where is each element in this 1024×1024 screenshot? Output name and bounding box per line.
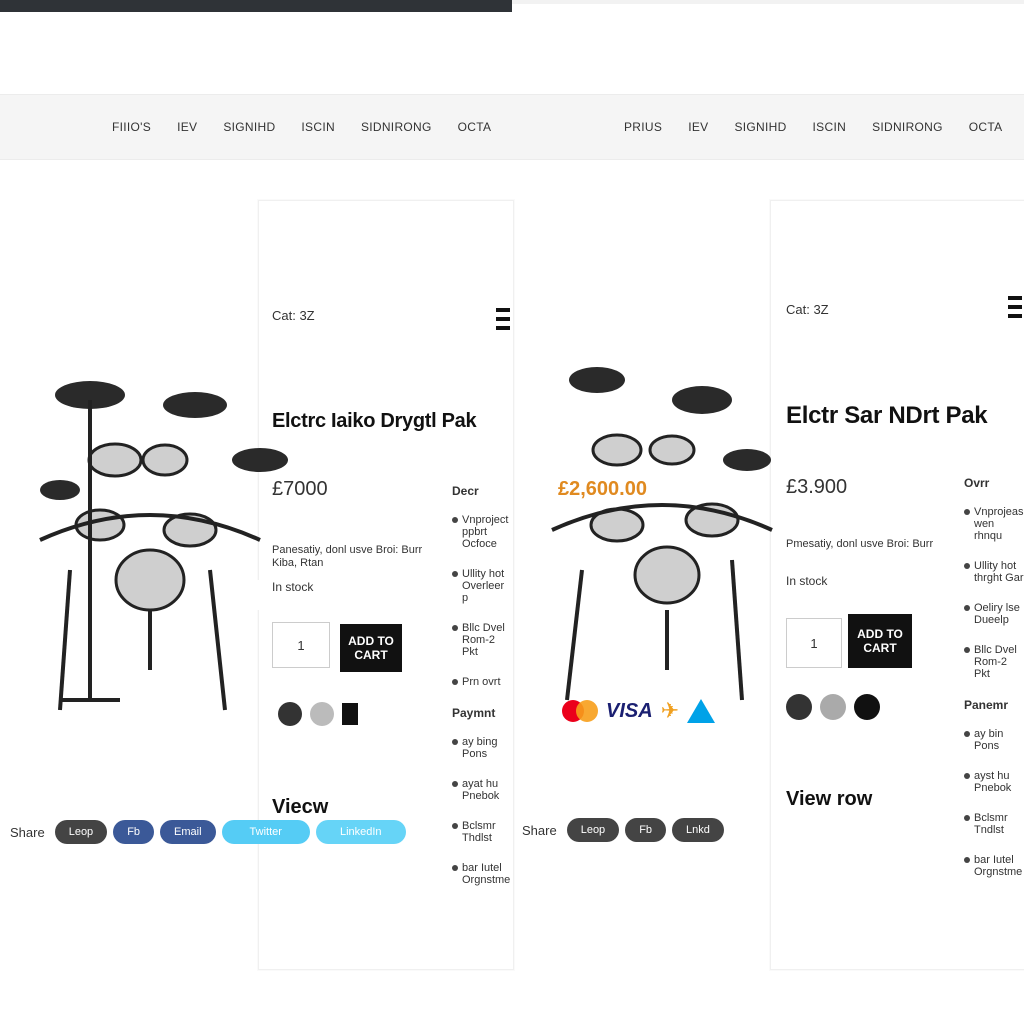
linkedin-share-button[interactable]: Lnkd — [672, 818, 724, 842]
payment-icons — [278, 702, 358, 726]
share-bar: Share Leop Fb Lnkd — [522, 818, 724, 842]
list-item[interactable]: Bclsmr Thdlst — [452, 820, 512, 844]
badge-icon — [786, 694, 812, 720]
badge-icon — [820, 694, 846, 720]
menu-icon[interactable] — [496, 308, 510, 330]
sidebar-heading: Paymnt — [452, 706, 496, 720]
product-title: Elctrc Iaiko Drygtl Pak — [272, 410, 477, 432]
nav-item[interactable]: FIIIO'S — [112, 120, 152, 134]
add-to-cart-button[interactable]: ADD TO CART — [848, 614, 912, 668]
share-bar: Share Leop Fb Email Twitter LinkedIn — [10, 820, 406, 844]
list-item[interactable]: ay bing Pons — [452, 736, 512, 760]
sidebar-right: Ovrr Vnprojeasr wen rhnqu Ullity hot thr… — [964, 476, 1024, 896]
nav-items: PRIUS IEV SIGNIHD ISCIN SIDNIRONG OCTA — [624, 120, 1002, 134]
share-label: Share — [10, 824, 45, 840]
list-item[interactable]: Vnproject ppbrt Ocfoce — [452, 514, 512, 550]
product-price: £3.900 — [786, 476, 848, 498]
list-item[interactable]: ayat hu Pnebok — [452, 778, 512, 802]
twitter-share-button[interactable]: Twitter — [221, 820, 310, 844]
quantity-input[interactable]: 1 — [272, 622, 330, 668]
list-item[interactable]: Oeliry lse Dueelp — [964, 602, 1024, 626]
badge-icon — [342, 703, 358, 725]
nav-bar-right: PRIUS IEV SIGNIHD ISCIN SIDNIRONG OCTA — [512, 94, 1024, 160]
payment-icons: VISA ✈ — [562, 698, 716, 724]
nav-bar-left: FIIIO'S IEV SIGNIHD ISCIN SIDNIRONG OCTA — [0, 94, 512, 160]
nav-items: FIIIO'S IEV SIGNIHD ISCIN SIDNIRONG OCTA — [112, 120, 491, 134]
nav-item[interactable]: IEV — [688, 120, 709, 134]
visa-icon: VISA — [606, 699, 653, 722]
sidebar-list: ay bing Pons ayat hu Pnebok Bclsmr Thdls… — [452, 736, 512, 886]
sidebar-left: Decr Vnproject ppbrt Ocfoce Ullity hot O… — [452, 484, 512, 904]
drum-kit-image — [551, 367, 773, 701]
sidebar-heading: Panemr — [964, 698, 1009, 712]
nav-item[interactable]: PRIUS — [624, 120, 663, 134]
arrow-icon — [687, 699, 716, 723]
sidebar-list: ay bin Pons ayst hu Pnebok Bclsmr Tndlst… — [964, 728, 1024, 878]
sidebar-heading: Decr — [452, 484, 479, 498]
quantity-input[interactable]: 1 — [786, 618, 842, 668]
product-category: Cat: 3Z — [786, 302, 829, 317]
list-item[interactable]: Bllc Dvel Rom-2 Pkt — [964, 644, 1024, 680]
drum-kit-image — [39, 381, 360, 711]
product-title: Elctr Sar NDrt Pak — [786, 402, 988, 429]
top-bar — [0, 0, 512, 12]
list-item[interactable]: bar Iutel Orgnstme — [452, 862, 512, 886]
sidebar-heading: Ovrr — [964, 476, 990, 490]
facebook-share-button[interactable]: Fb — [625, 818, 667, 842]
list-item[interactable]: Bllc Dvel Rom-2 Pkt — [452, 622, 512, 658]
list-item[interactable]: Ullity hot Overleer p — [452, 568, 512, 604]
stock-status: In stock — [786, 574, 828, 588]
list-item[interactable]: ay bin Pons — [964, 728, 1024, 752]
facebook-share-button[interactable]: Fb — [113, 820, 155, 844]
nav-item[interactable]: ISCIN — [812, 120, 847, 134]
stock-status: In stock — [272, 580, 314, 594]
list-item[interactable]: Prn ovrt — [452, 676, 512, 688]
nav-item[interactable]: OCTA — [968, 120, 1003, 134]
product-description: Pmesatiy, donl usve Broi: Burr — [786, 538, 934, 550]
badge-icon — [278, 702, 302, 726]
product-sale-price: £2,600.00 — [558, 478, 647, 500]
badge-icon — [854, 694, 880, 720]
linkedin-share-button[interactable]: LinkedIn — [315, 820, 406, 844]
sidebar-list: Vnproject ppbrt Ocfoce Ullity hot Overle… — [452, 514, 512, 688]
share-button[interactable]: Leop — [54, 820, 108, 844]
review-heading: View row — [786, 788, 873, 810]
badge-icon — [310, 702, 334, 726]
review-heading: Viecw — [272, 796, 329, 818]
list-item[interactable]: Vnprojeasr wen rhnqu — [964, 506, 1024, 542]
product-price: £7000 — [272, 478, 328, 500]
add-to-cart-button[interactable]: ADD TO CART — [340, 624, 402, 672]
email-share-button[interactable]: Email — [160, 820, 216, 844]
share-button[interactable]: Leop — [566, 818, 620, 842]
mastercard-icon — [562, 700, 598, 722]
product-category: Cat: 3Z — [272, 308, 315, 323]
menu-icon[interactable] — [1008, 296, 1022, 318]
list-item[interactable]: Bclsmr Tndlst — [964, 812, 1024, 836]
nav-item[interactable]: ISCIN — [301, 120, 335, 134]
nav-item[interactable]: SIGNIHD — [223, 120, 276, 134]
badge-icons — [786, 694, 880, 720]
paypal-icon: ✈ — [660, 698, 680, 723]
share-label: Share — [522, 822, 557, 838]
product-card-right — [770, 200, 1024, 970]
sidebar-list: Vnprojeasr wen rhnqu Ullity hot thrght G… — [964, 506, 1024, 680]
nav-item[interactable]: SIDNIRONG — [872, 120, 943, 134]
nav-item[interactable]: SIDNIRONG — [360, 120, 432, 134]
product-description: Panesatiy, donl usve Broi: Burr Kiba, Rt… — [272, 544, 423, 569]
nav-item[interactable]: SIGNIHD — [734, 120, 787, 134]
list-item[interactable]: Ullity hot thrght Gar — [964, 560, 1024, 584]
list-item[interactable]: ayst hu Pnebok — [964, 770, 1024, 794]
nav-item[interactable]: OCTA — [457, 120, 492, 134]
top-bar-secondary — [512, 0, 1024, 4]
list-item[interactable]: bar Iutel Orgnstme — [964, 854, 1024, 878]
nav-item[interactable]: IEV — [177, 120, 198, 134]
